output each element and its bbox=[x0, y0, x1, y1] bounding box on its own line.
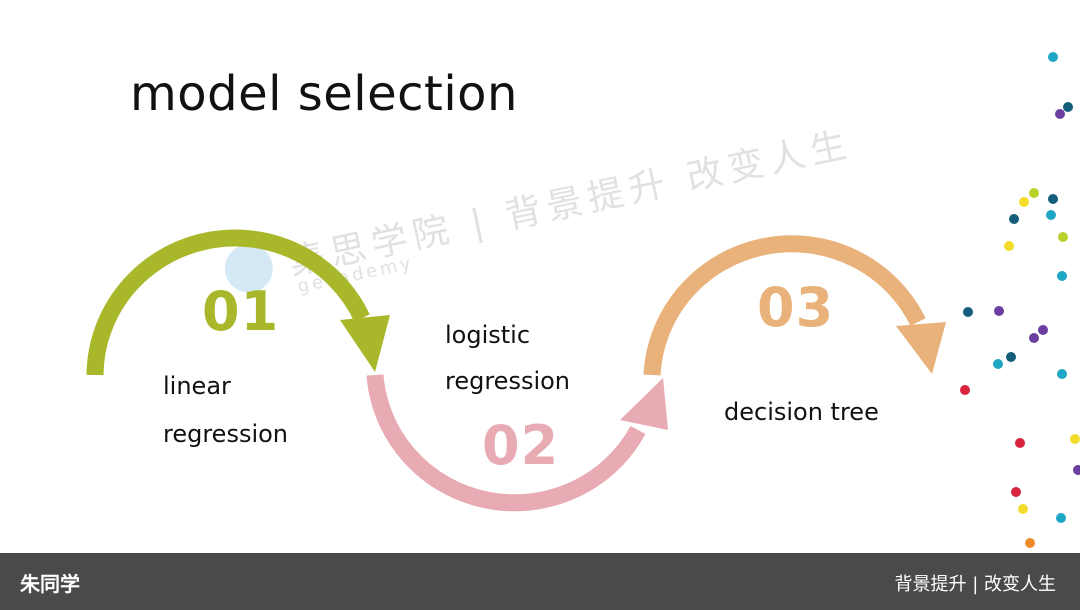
decorative-dot bbox=[1015, 438, 1025, 448]
decorative-dot bbox=[1038, 325, 1048, 335]
decorative-dot bbox=[1009, 214, 1019, 224]
footer-slogan: 背景提升 | 改变人生 bbox=[894, 574, 1056, 595]
step-3-label-line1: decision tree bbox=[724, 398, 879, 426]
decorative-dot bbox=[1073, 465, 1080, 475]
decorative-dot bbox=[1004, 241, 1014, 251]
decorative-dot bbox=[993, 359, 1003, 369]
decorative-dot bbox=[1057, 271, 1067, 281]
decorative-dot bbox=[1048, 194, 1058, 204]
decorative-dot bbox=[960, 385, 970, 395]
step-1-number: 01 bbox=[202, 280, 280, 343]
decorative-dot bbox=[1025, 538, 1035, 548]
decorative-dot bbox=[1029, 188, 1039, 198]
footer-bar: 朱同学 背景提升 | 改变人生 bbox=[0, 553, 1080, 610]
decorative-dot bbox=[1055, 109, 1065, 119]
step-1-label-line2: regression bbox=[163, 420, 289, 448]
arrow-step-3-head-icon bbox=[896, 322, 946, 374]
arrow-step-2-head-icon bbox=[620, 378, 668, 430]
decorative-dot bbox=[1058, 232, 1068, 242]
decorative-dot bbox=[1029, 333, 1039, 343]
footer-author: 朱同学 bbox=[20, 572, 80, 596]
step-3-number: 03 bbox=[757, 276, 835, 339]
step-1-label-line1: linear bbox=[163, 372, 231, 400]
arrow-step-1-icon bbox=[86, 229, 370, 376]
decorative-dot bbox=[1011, 487, 1021, 497]
decorative-dots bbox=[960, 52, 1080, 548]
decorative-dot bbox=[1063, 102, 1073, 112]
decorative-dot bbox=[963, 307, 973, 317]
arrow-step-2-icon bbox=[366, 374, 646, 512]
process-arrows bbox=[86, 229, 946, 512]
step-1-label: linear regression bbox=[163, 362, 288, 458]
step-2-label-line1: logistic bbox=[445, 321, 531, 349]
decorative-dot bbox=[1046, 210, 1056, 220]
decorative-dot bbox=[994, 306, 1004, 316]
decorative-dot bbox=[1057, 369, 1067, 379]
step-2-label-line2: regression bbox=[445, 367, 571, 395]
decorative-dot bbox=[1070, 434, 1080, 444]
arrow-step-3-icon bbox=[643, 235, 926, 376]
decorative-dot bbox=[1018, 504, 1028, 514]
slide: model selection 集思学院 | 背景提升 改变人生 gecadem… bbox=[86, 52, 1080, 548]
decorative-dot bbox=[1006, 352, 1016, 362]
step-2-label: logistic regression bbox=[445, 312, 570, 404]
arrow-step-1-head-icon bbox=[340, 315, 390, 372]
decorative-dot bbox=[1048, 52, 1058, 62]
step-2-number: 02 bbox=[482, 414, 560, 477]
step-3-label: decision tree bbox=[724, 388, 879, 436]
decorative-dot bbox=[1019, 197, 1029, 207]
decorative-dot bbox=[1056, 513, 1066, 523]
slide-title: model selection bbox=[130, 66, 518, 122]
